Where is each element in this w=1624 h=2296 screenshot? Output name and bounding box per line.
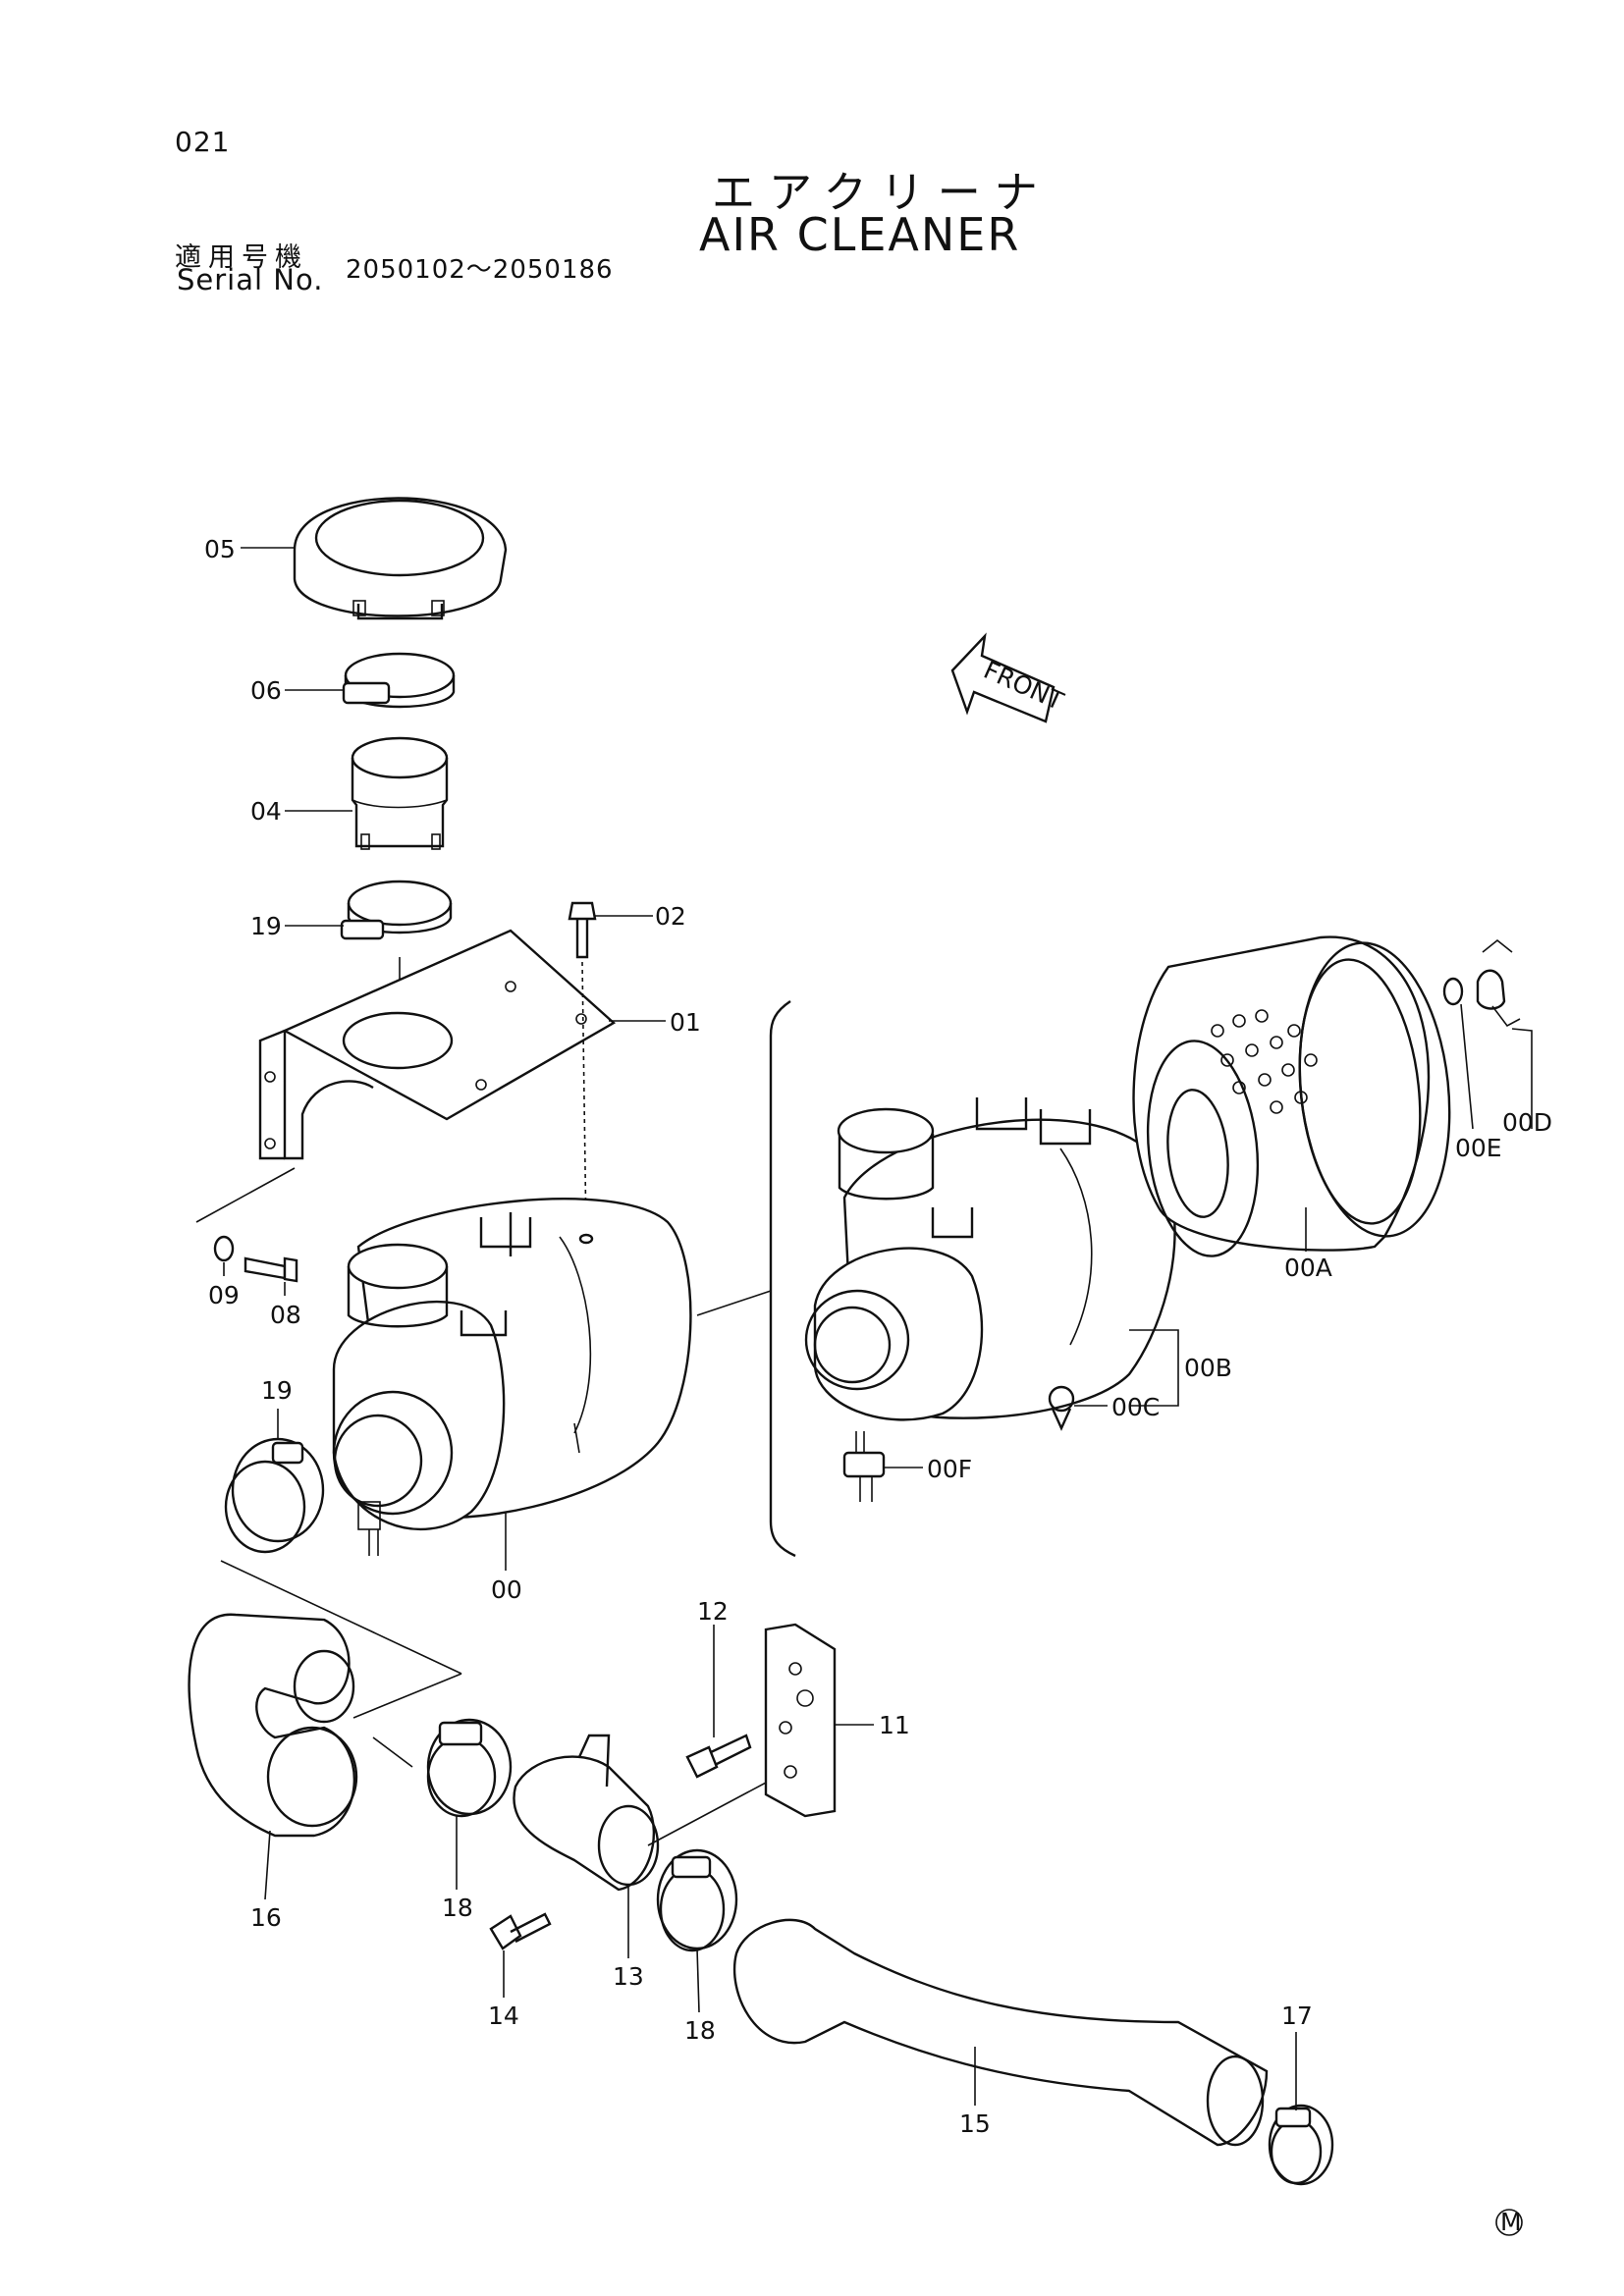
part-00A-filter-element-drawing xyxy=(1132,935,1451,1257)
label-13: 13 xyxy=(613,1962,644,1991)
label-19-upper: 19 xyxy=(250,912,282,940)
label-00C: 00C xyxy=(1111,1393,1160,1421)
label-00F: 00F xyxy=(927,1455,972,1483)
part-05-cap-drawing xyxy=(293,497,508,620)
exploded-assembly-drawing xyxy=(804,1097,1176,1502)
exploded-group-bracket xyxy=(769,1000,796,1558)
circled-m-icon: M xyxy=(1495,2208,1523,2236)
corner-mark-letter: M xyxy=(1500,2208,1522,2236)
part-11-plate-drawing xyxy=(764,1623,837,1818)
label-14: 14 xyxy=(488,2002,519,2030)
part-14-bolt-drawing xyxy=(489,1912,552,1950)
title-japanese: エアクリーナ xyxy=(712,168,1052,218)
label-00: 00 xyxy=(491,1575,522,1604)
label-12: 12 xyxy=(697,1597,729,1626)
serial-label-japanese: 適用号機 xyxy=(175,242,308,273)
part-09-08-washer-bolt-drawing xyxy=(195,1167,298,1283)
part-12-bolt-drawing xyxy=(685,1734,752,1779)
part-19-clamp-lower-drawing xyxy=(220,1437,462,1675)
label-01: 01 xyxy=(670,1008,701,1037)
part-06-clamp-drawing xyxy=(342,652,456,709)
part-17-clamp-drawing xyxy=(1268,2104,1334,2186)
title-english: AIR CLEANER xyxy=(699,208,1021,261)
part-19-clamp-upper-drawing xyxy=(340,880,453,1021)
label-15: 15 xyxy=(959,2109,991,2138)
part-18-clamp-left-drawing xyxy=(426,1718,513,1818)
label-11: 11 xyxy=(879,1711,910,1739)
label-04: 04 xyxy=(250,797,282,826)
label-02: 02 xyxy=(655,902,686,931)
part-13-pipe-drawing xyxy=(513,1734,796,1892)
label-19-lower: 19 xyxy=(261,1376,293,1405)
label-09: 09 xyxy=(208,1281,240,1309)
leader-lines xyxy=(223,547,1533,2110)
serial-label-english: Serial No. xyxy=(177,263,324,296)
label-16: 16 xyxy=(250,1903,282,1932)
part-18-clamp-right-drawing xyxy=(656,1848,738,1952)
label-00D: 00D xyxy=(1502,1108,1552,1137)
part-04-sleeve-drawing xyxy=(351,736,449,850)
label-06: 06 xyxy=(250,676,282,705)
part-15-hose-drawing xyxy=(732,1918,1269,2147)
part-16-elbow-hose-drawing xyxy=(188,1613,462,1838)
label-00E: 00E xyxy=(1455,1134,1502,1162)
front-arrow-icon: FRONT xyxy=(950,632,1068,723)
label-05: 05 xyxy=(204,535,236,563)
page-number: 021 xyxy=(175,126,231,158)
part-02-bolt-drawing xyxy=(568,901,597,1238)
part-00E-00D-washer-wingnut-drawing xyxy=(1442,938,1521,1028)
label-18-left: 18 xyxy=(442,1894,473,1922)
label-00A: 00A xyxy=(1284,1254,1332,1282)
part-01-bracket-drawing xyxy=(258,929,617,1160)
label-18-right: 18 xyxy=(684,2016,716,2045)
exploded-group-leader xyxy=(696,1290,772,1316)
serial-range: 2050102～2050186 xyxy=(346,255,614,285)
part-00-air-cleaner-drawing xyxy=(332,1198,692,1556)
label-08: 08 xyxy=(270,1301,301,1329)
label-00B: 00B xyxy=(1184,1354,1232,1382)
label-17: 17 xyxy=(1281,2002,1313,2030)
